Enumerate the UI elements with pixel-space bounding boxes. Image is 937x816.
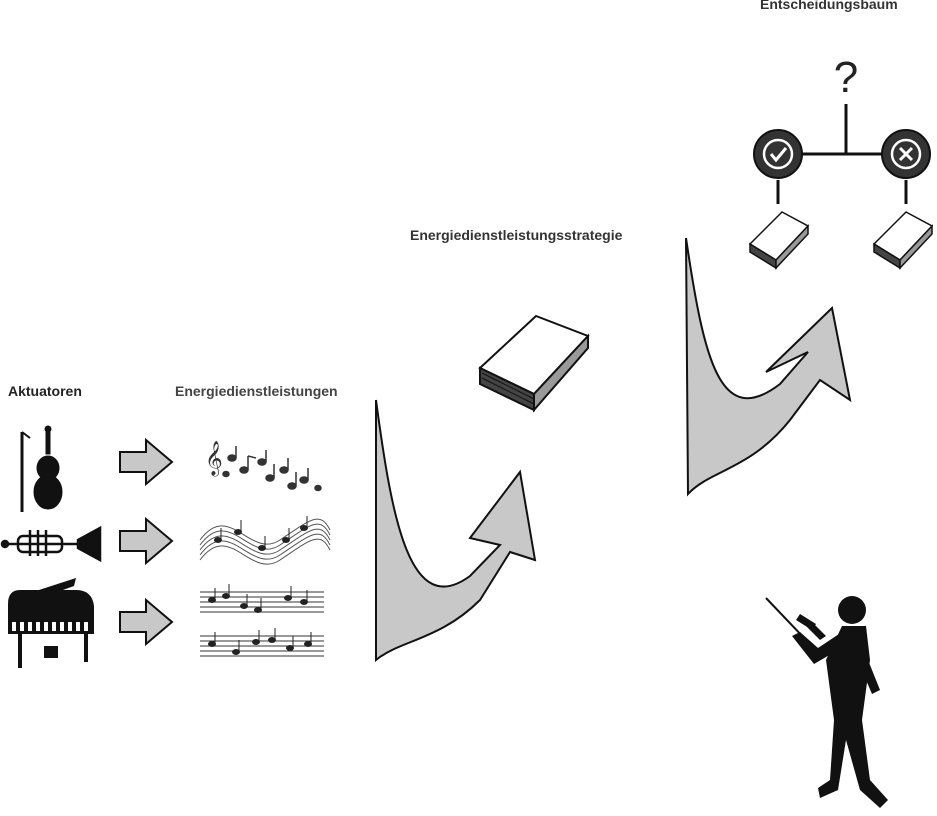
curved-arrow-1 [375, 399, 537, 663]
decision-tree-label: Entscheidungsbaum [760, 0, 898, 12]
small-arrow-2 [119, 516, 174, 566]
svg-text:𝄞: 𝄞 [205, 441, 223, 477]
book-icon-right [872, 211, 934, 270]
music-notes-icon: 𝄞 [205, 441, 322, 492]
services-label: Energiedienstleistungen [175, 383, 338, 399]
curved-arrow-2 [685, 237, 852, 497]
small-arrow-1 [119, 437, 174, 487]
conductor-icon [765, 596, 888, 808]
actuators-label: Aktuatoren [8, 383, 82, 399]
check-icon [753, 129, 803, 179]
trumpet-icon [0, 525, 102, 563]
sheet-music-icon [200, 584, 324, 657]
strategy-label: Energiedienstleistungsstrategie [410, 227, 623, 243]
decision-tree: ? [748, 53, 934, 270]
question-mark: ? [834, 53, 858, 102]
cross-icon [881, 129, 931, 179]
piano-icon [8, 578, 94, 668]
small-arrow-3 [119, 597, 174, 647]
music-staff-icon [199, 516, 331, 565]
book-icon [478, 314, 590, 413]
violin-icon [20, 425, 63, 512]
book-icon-left [748, 211, 810, 270]
